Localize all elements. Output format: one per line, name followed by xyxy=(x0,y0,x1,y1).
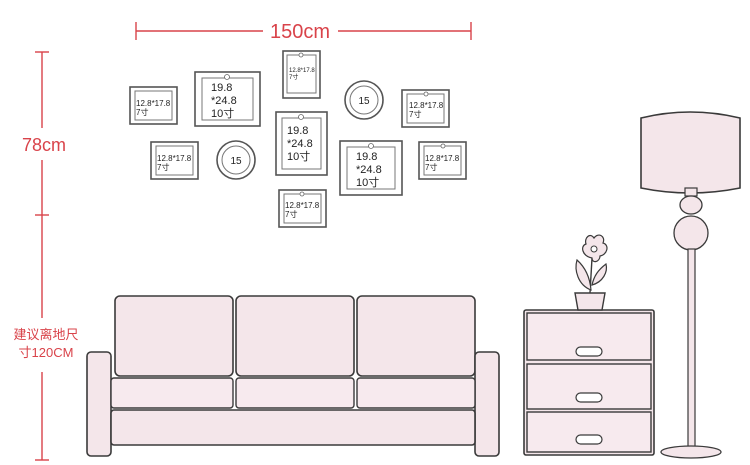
photo-frame-small: 12.8*17.8 7寸 xyxy=(401,89,450,128)
height-dimension: 78cm 建议离地尺 寸120CM xyxy=(13,51,79,461)
photo-frame-small: 12.8*17.8 7寸 xyxy=(129,86,178,125)
svg-text:19.8: 19.8 xyxy=(287,125,308,137)
svg-text:10寸: 10寸 xyxy=(356,175,379,189)
photo-frame-small: 12.8*17.8 7寸 xyxy=(150,141,199,180)
svg-text:7寸: 7寸 xyxy=(157,162,169,172)
floor-height-label-line2: 寸120CM xyxy=(19,345,74,360)
flower-pot-illustration xyxy=(574,234,608,311)
photo-frame-small: 12.8*17.8 7寸 xyxy=(278,189,327,228)
svg-text:*24.8: *24.8 xyxy=(356,164,382,176)
svg-text:10寸: 10寸 xyxy=(211,106,234,120)
svg-text:19.8: 19.8 xyxy=(356,151,377,163)
svg-text:19.8: 19.8 xyxy=(211,82,232,94)
svg-text:12.8*17.8: 12.8*17.8 xyxy=(289,68,315,74)
photo-frame-medium: 19.8 *24.8 10寸 xyxy=(194,71,261,127)
photo-frame-round: 15 xyxy=(344,80,384,120)
photo-frame-small: 12.8*17.8 7寸 xyxy=(418,141,467,180)
svg-text:*24.8: *24.8 xyxy=(287,138,313,150)
svg-text:12.8*17.8: 12.8*17.8 xyxy=(425,154,460,163)
floor-height-label-line1: 建议离地尺 xyxy=(13,327,78,342)
floor-lamp-illustration xyxy=(640,111,741,459)
photo-frame-medium: 19.8 *24.8 10寸 xyxy=(275,111,328,176)
svg-text:10寸: 10寸 xyxy=(287,149,310,163)
svg-text:*24.8: *24.8 xyxy=(211,95,237,107)
photo-frame-small: 12.8*17.8 7寸 xyxy=(282,50,321,99)
svg-text:7寸: 7寸 xyxy=(285,209,297,219)
photo-frame-medium: 19.8 *24.8 10寸 xyxy=(339,140,403,196)
svg-text:12.8*17.8: 12.8*17.8 xyxy=(136,99,171,108)
width-label: 150cm xyxy=(270,21,330,43)
cabinet-illustration xyxy=(523,309,655,456)
svg-text:12.8*17.8: 12.8*17.8 xyxy=(409,101,444,110)
width-dimension: 150cm xyxy=(135,21,472,43)
svg-text:7寸: 7寸 xyxy=(136,107,148,117)
svg-text:15: 15 xyxy=(358,96,370,107)
svg-text:15: 15 xyxy=(230,156,242,167)
svg-text:12.8*17.8: 12.8*17.8 xyxy=(285,201,320,210)
height-label: 78cm xyxy=(22,135,66,155)
svg-text:7寸: 7寸 xyxy=(425,162,437,172)
svg-text:12.8*17.8: 12.8*17.8 xyxy=(157,154,192,163)
svg-text:7寸: 7寸 xyxy=(289,73,298,81)
photo-frame-round: 15 xyxy=(216,140,256,180)
sofa-illustration xyxy=(86,295,500,457)
svg-text:7寸: 7寸 xyxy=(409,109,421,119)
